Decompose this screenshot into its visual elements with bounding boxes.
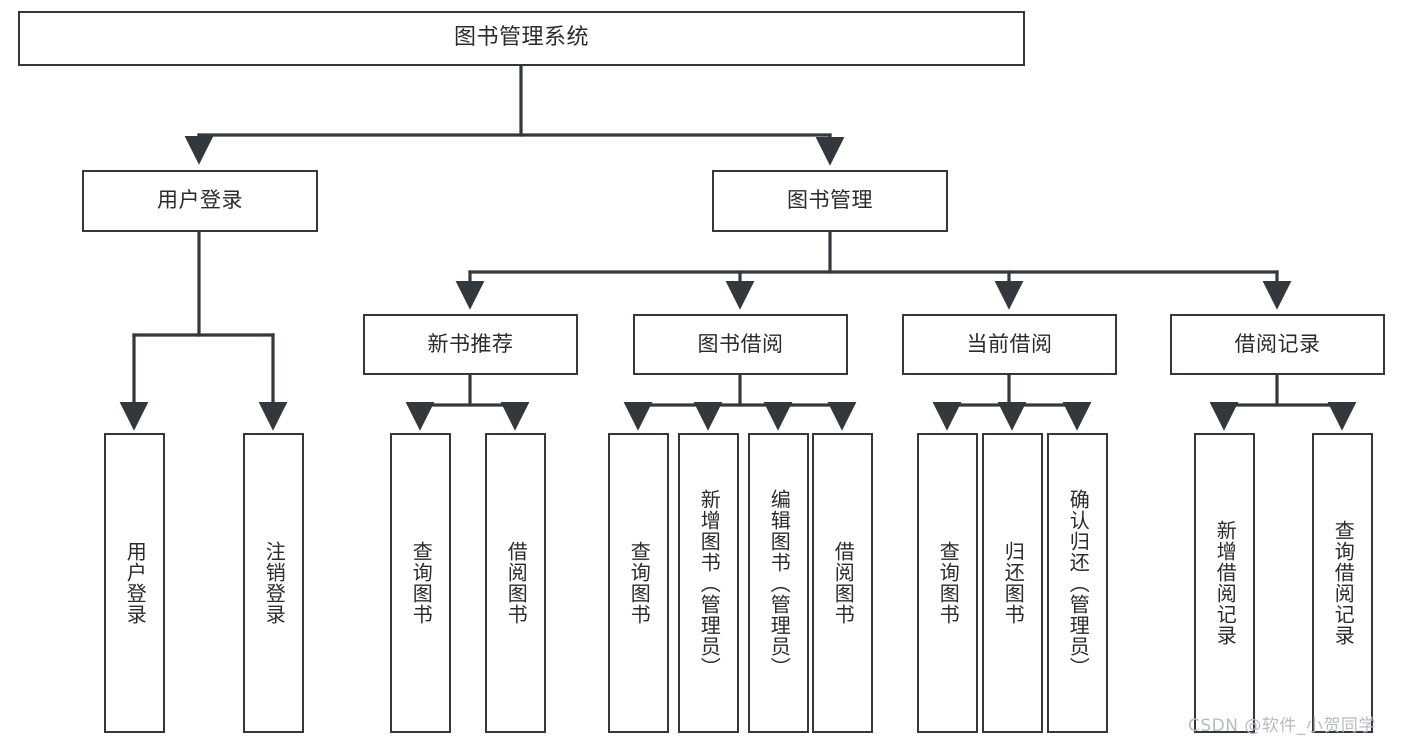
node-root-label: 图书管理系统: [453, 25, 589, 51]
node-leaf-borrow-book-2-label: 借阅图书: [831, 541, 856, 625]
node-current-borrow-label: 当前借阅: [966, 331, 1053, 356]
node-leaf-add-record[interactable]: 新增借阅记录: [1194, 433, 1255, 733]
node-leaf-query-book-2[interactable]: 查询图书: [608, 433, 669, 733]
node-user-login-label: 用户登录: [157, 188, 243, 213]
node-borrow-record[interactable]: 借阅记录: [1170, 314, 1385, 375]
node-leaf-query-book-3-label: 查询图书: [936, 541, 961, 625]
node-leaf-borrow-book-1-label: 借阅图书: [504, 541, 529, 625]
node-leaf-add-record-label: 新增借阅记录: [1213, 520, 1238, 646]
node-book-borrow[interactable]: 图书借阅: [633, 314, 848, 375]
node-book-borrow-label: 图书借阅: [697, 331, 784, 356]
node-leaf-user-login[interactable]: 用户登录: [104, 433, 165, 733]
node-leaf-query-book-1[interactable]: 查询图书: [390, 433, 451, 733]
node-leaf-user-login-label: 用户登录: [123, 541, 148, 625]
node-leaf-return-book[interactable]: 归还图书: [982, 433, 1043, 733]
node-leaf-query-book-2-label: 查询图书: [627, 541, 652, 625]
node-current-borrow[interactable]: 当前借阅: [902, 314, 1117, 375]
node-leaf-user-logout[interactable]: 注销登录: [243, 433, 304, 733]
node-leaf-edit-book[interactable]: 编辑图书（管理员）: [748, 433, 809, 733]
node-book-manage-label: 图书管理: [787, 188, 873, 213]
node-user-login[interactable]: 用户登录: [82, 170, 318, 232]
node-leaf-query-record[interactable]: 查询借阅记录: [1312, 433, 1373, 733]
node-root[interactable]: 图书管理系统: [18, 11, 1025, 66]
node-leaf-add-book-label: 新增图书（管理员）: [697, 488, 722, 678]
node-leaf-add-book[interactable]: 新增图书（管理员）: [678, 433, 739, 733]
node-leaf-query-book-1-label: 查询图书: [409, 541, 434, 625]
node-new-book-recommend-label: 新书推荐: [427, 331, 514, 356]
node-leaf-query-book-3[interactable]: 查询图书: [917, 433, 978, 733]
node-leaf-confirm-return-label: 确认归还（管理员）: [1066, 488, 1091, 678]
node-leaf-return-book-label: 归还图书: [1001, 541, 1026, 625]
node-book-manage[interactable]: 图书管理: [712, 170, 948, 232]
node-leaf-edit-book-label: 编辑图书（管理员）: [767, 488, 792, 678]
node-borrow-record-label: 借阅记录: [1234, 331, 1321, 356]
node-leaf-user-logout-label: 注销登录: [262, 541, 287, 625]
node-leaf-confirm-return[interactable]: 确认归还（管理员）: [1047, 433, 1108, 733]
node-leaf-query-record-label: 查询借阅记录: [1331, 520, 1356, 646]
node-leaf-borrow-book-2[interactable]: 借阅图书: [812, 433, 873, 733]
node-leaf-borrow-book-1[interactable]: 借阅图书: [485, 433, 546, 733]
node-new-book-recommend[interactable]: 新书推荐: [363, 314, 578, 375]
